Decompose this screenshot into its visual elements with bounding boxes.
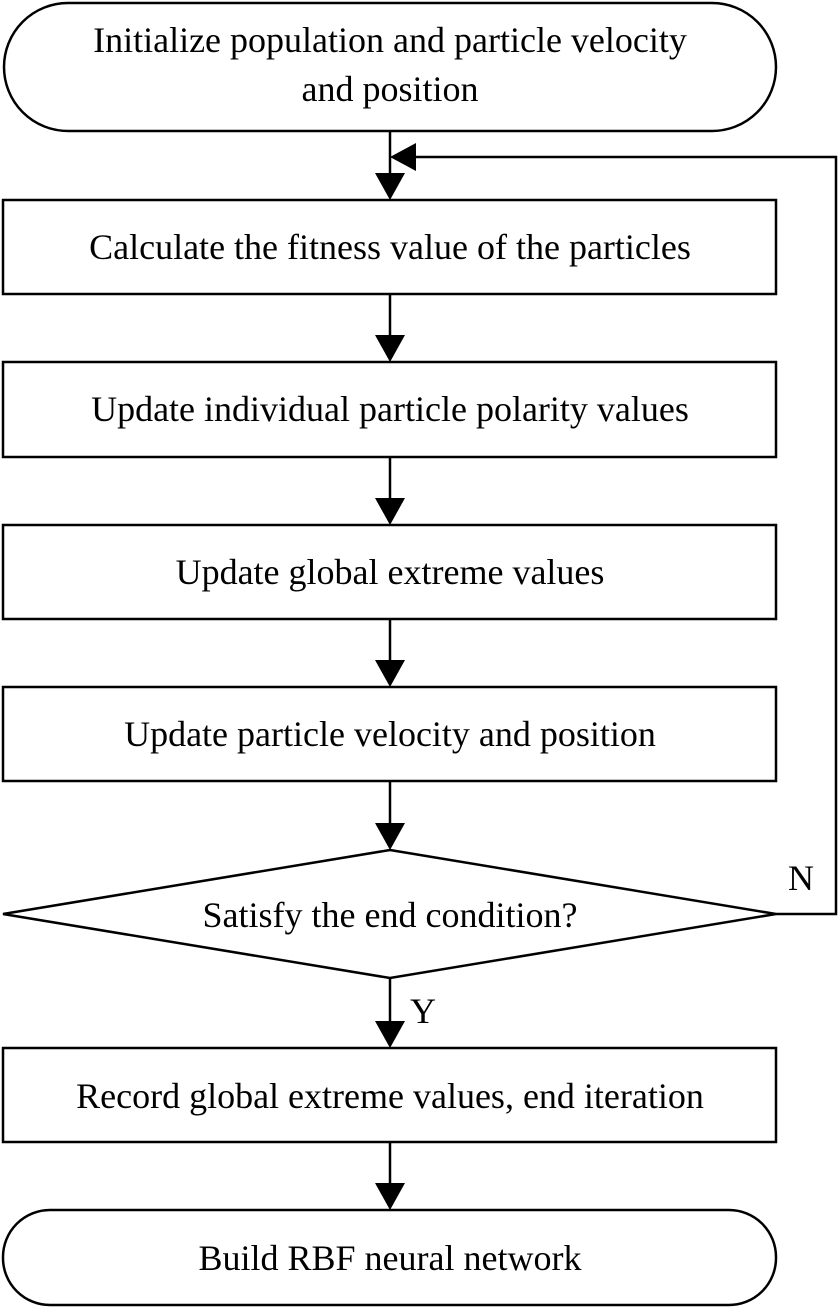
- process-update-velocity: Update particle velocity and position: [1, 685, 778, 783]
- decision-end-condition: Satisfy the end condition?: [2, 848, 777, 980]
- start-terminator: Initialize population and particle veloc…: [2, 1, 778, 133]
- label-no: N: [788, 858, 814, 898]
- process-update-individual-label: Update individual particle polarity valu…: [91, 389, 689, 429]
- process-update-global-label: Update global extreme values: [176, 552, 605, 592]
- process-record-global-label: Record global extreme values, end iterat…: [76, 1076, 704, 1116]
- process-update-velocity-label: Update particle velocity and position: [124, 714, 656, 754]
- process-update-global: Update global extreme values: [1, 523, 778, 621]
- start-label-line1: Initialize population and particle veloc…: [93, 20, 687, 60]
- label-yes: Y: [410, 991, 436, 1031]
- process-calculate-fitness-label: Calculate the fitness value of the parti…: [89, 227, 691, 267]
- arrow-record-to-end: [375, 1142, 405, 1210]
- arrow-velocity-to-decision: [375, 781, 405, 850]
- end-label: Build RBF neural network: [199, 1238, 582, 1278]
- arrow-individual-to-global: [375, 457, 405, 525]
- decision-end-condition-label: Satisfy the end condition?: [203, 895, 578, 935]
- arrow-start-to-fitness: [375, 131, 405, 200]
- start-label-line2: and position: [302, 69, 479, 109]
- arrow-yes: Y: [375, 978, 436, 1048]
- end-terminator: Build RBF neural network: [1, 1208, 778, 1307]
- arrow-fitness-to-individual: [375, 294, 405, 362]
- arrow-loop-no: N: [390, 143, 838, 916]
- process-record-global: Record global extreme values, end iterat…: [1, 1046, 778, 1144]
- process-calculate-fitness: Calculate the fitness value of the parti…: [1, 198, 778, 296]
- process-update-individual: Update individual particle polarity valu…: [1, 360, 778, 459]
- arrow-global-to-velocity: [375, 619, 405, 687]
